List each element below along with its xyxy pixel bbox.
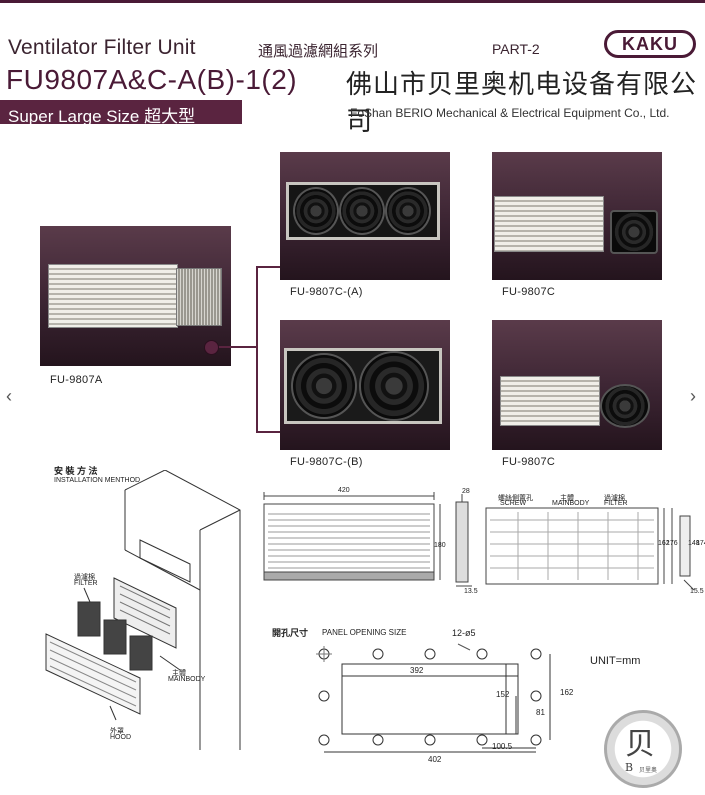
installation-title-en: INSTALLATION MENTHOD <box>54 477 141 484</box>
dim-15-5: 15.5 <box>690 588 704 595</box>
dim-174: 174 <box>696 540 705 547</box>
connector-line <box>256 431 290 433</box>
filter-label-cn: 過濾棉 <box>74 574 95 581</box>
connector-line <box>256 266 258 432</box>
dim-420: 420 <box>338 487 350 494</box>
installation-title-cn: 安 裝 方 法 <box>54 466 98 476</box>
dim-152: 152 <box>496 690 510 699</box>
dim-402: 402 <box>428 755 442 764</box>
dim-162: 162 <box>658 540 670 547</box>
dim-13-5: 13.5 <box>464 588 478 595</box>
logo-small-text: 贝里奥 <box>639 768 658 774</box>
dimension-drawing <box>263 492 695 591</box>
caption-fu9807c-a: FU-9807C-(A) <box>290 286 363 298</box>
product-photo-fu9807c-a <box>280 152 450 280</box>
dim-180: 180 <box>434 542 446 549</box>
logo-character: 贝 <box>625 727 655 762</box>
company-logo: 贝 B 贝里奥 <box>604 710 682 788</box>
caption-fu9807a: FU-9807A <box>50 374 103 386</box>
dim-162-panel: 162 <box>560 688 574 697</box>
connector-line <box>218 346 258 348</box>
installation-diagram <box>45 470 241 750</box>
dim-100-5: 100.5 <box>492 742 513 751</box>
title-english: Ventilator Filter Unit <box>8 36 196 59</box>
dim-148: 148 <box>688 540 700 547</box>
company-name-chinese: 佛山市贝里奥机电设备有限公司 <box>346 70 698 137</box>
filter-dim-label-en: FILTER <box>604 500 628 507</box>
mainbody-dim-label-cn: 主體 <box>560 495 574 502</box>
size-label: Super Large Size 超大型 <box>8 107 196 126</box>
connector-line <box>256 266 290 268</box>
unit-label: UNIT=mm <box>590 655 641 667</box>
caption-fu9807c-top: FU-9807C <box>502 286 556 298</box>
dim-28: 28 <box>462 488 470 495</box>
screw-label-cn: 螺絲側置孔 <box>498 495 533 502</box>
hood-label-cn: 外罩 <box>110 728 124 735</box>
size-banner <box>0 100 242 124</box>
mainbody-label-cn: 主體 <box>172 670 186 677</box>
mainbody-dim-label-en: MAINBODY <box>552 500 590 507</box>
product-photo-fu9807c-bottom <box>492 320 662 450</box>
mainbody-label-en: MAINBODY <box>168 676 206 683</box>
screw-label-en: SCREW <box>500 500 527 507</box>
product-photo-fu9807c-b <box>280 320 450 450</box>
company-name-english: FoShan BERIO Mechanical & Electrical Equ… <box>350 106 670 120</box>
caption-fu9807c-bottom: FU-9807C <box>502 456 556 468</box>
title-chinese: 通風過濾網組系列 <box>258 43 379 60</box>
filter-dim-label-cn: 過濾棉 <box>604 495 625 502</box>
brand-logo: KAKU <box>604 30 696 58</box>
model-number: FU9807A&C-A(B)-1(2) <box>6 64 298 95</box>
panel-opening-drawing <box>316 643 551 753</box>
panel-title-en: PANEL OPENING SIZE <box>322 628 407 637</box>
dim-176: 176 <box>666 540 678 547</box>
logo-letter: B <box>625 761 634 774</box>
product-photo-fu9807a <box>40 226 231 366</box>
next-arrow-icon[interactable]: › <box>690 386 696 406</box>
prev-arrow-icon[interactable]: ‹ <box>6 386 12 406</box>
dim-81: 81 <box>536 708 545 717</box>
panel-title-cn: 開孔尺寸 <box>272 628 309 638</box>
hood-label-en: HOOD <box>110 734 131 741</box>
dim-392: 392 <box>410 666 424 675</box>
hole-spec: 12-ø5 <box>452 628 476 638</box>
connector-dot <box>204 340 219 355</box>
part-label: PART-2 <box>492 41 540 57</box>
filter-label-en: FILTER <box>74 580 98 587</box>
caption-fu9807c-b: FU-9807C-(B) <box>290 456 363 468</box>
top-border <box>0 0 705 3</box>
product-photo-fu9807c-top <box>492 152 662 280</box>
